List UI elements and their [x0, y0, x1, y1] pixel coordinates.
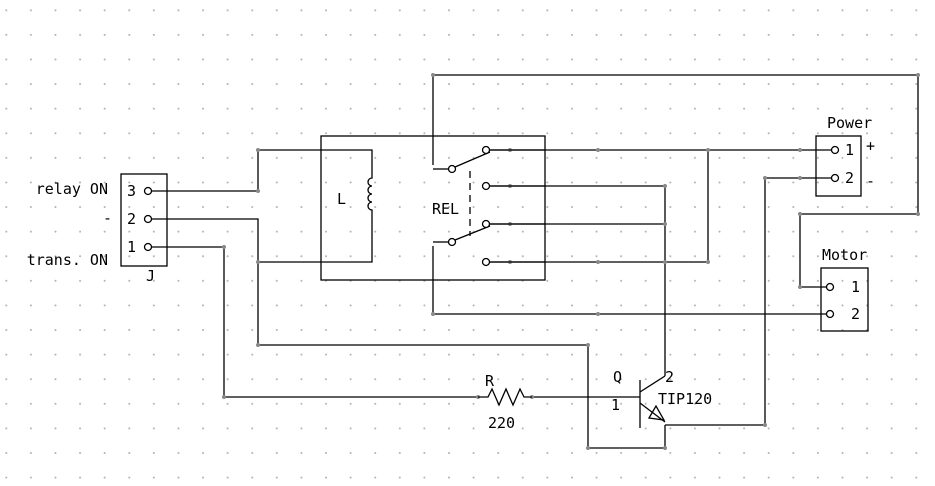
- relay-switch-label: REL: [432, 200, 459, 218]
- power-polarity-minus: -: [866, 172, 875, 190]
- relay-switch1-nc-terminal: [481, 181, 491, 191]
- power-connector: 1 2 + - Power: [815, 114, 875, 197]
- junction-dot: [596, 260, 600, 264]
- connector-j: 3 2 1 J relay ON - trans. ON: [27, 173, 168, 285]
- junctions: [222, 73, 920, 450]
- junction-dot: [798, 212, 802, 216]
- junction-dot: [706, 260, 710, 264]
- wire-emitter-power-neg: [665, 177, 835, 426]
- junction-dot: [663, 222, 667, 226]
- relay-switch2-nc-terminal: [481, 257, 491, 267]
- junction-dot: [916, 212, 920, 216]
- power-pin1-number: 1: [845, 141, 854, 159]
- junction-dot: [798, 148, 802, 152]
- junction-dot: [431, 312, 435, 316]
- wire-j1-resistor: [150, 246, 478, 398]
- relay-switch2-no-terminal: [481, 219, 491, 229]
- junction-dot: [706, 148, 710, 152]
- junction-dot: [663, 184, 667, 188]
- junction-dot: [222, 245, 226, 249]
- power-pin2-number: 2: [845, 169, 854, 187]
- junction-dot: [256, 343, 260, 347]
- junction-dot: [586, 446, 590, 450]
- resistor: R 220: [478, 372, 532, 432]
- motor-connector-label: Motor: [822, 246, 867, 264]
- relay-body: [320, 135, 546, 281]
- junction-dot: [663, 260, 667, 264]
- resistor-value: 220: [488, 414, 515, 432]
- transistor-collector-pin-number: 2: [665, 368, 674, 386]
- junction-dot: [663, 446, 667, 450]
- transistor-collector-lead: [639, 375, 666, 393]
- connector-j-pin1: [143, 242, 153, 252]
- wire-j3-coil: [150, 149, 373, 192]
- transistor-ref: Q: [613, 368, 622, 386]
- wire-j2-emitter: [257, 262, 666, 449]
- motor-pin2: [825, 309, 835, 319]
- junction-dot: [763, 176, 767, 180]
- relay-switch1-blade: [454, 151, 491, 168]
- motor-pin1-number: 1: [851, 278, 860, 296]
- motor-connector-body: [820, 267, 869, 332]
- transistor-base-pin-number: 1: [611, 396, 620, 414]
- connector-j-pin2-number: 2: [127, 210, 136, 228]
- power-polarity-plus: +: [866, 137, 875, 155]
- wire-collector-nc1: [486, 185, 666, 364]
- power-connector-body: [815, 135, 862, 197]
- motor-pin1: [825, 282, 835, 292]
- relay-switch1-no-terminal: [481, 145, 491, 155]
- signal-relay-on-label: relay ON: [36, 180, 108, 198]
- connector-j-body: [120, 173, 168, 267]
- relay: L REL: [320, 135, 546, 281]
- junction-dot: [798, 285, 802, 289]
- junction-dot: [586, 343, 590, 347]
- relay-coil-label: L: [337, 190, 346, 208]
- connector-j-ref: J: [146, 267, 155, 285]
- wire-j2-coil: [150, 218, 373, 263]
- relay-switch2-common-terminal: [447, 237, 457, 247]
- power-connector-label: Power: [827, 114, 872, 132]
- connector-j-pin2: [143, 214, 153, 224]
- signal-trans-on-label: trans. ON: [27, 251, 108, 269]
- motor-connector: 1 2 Motor: [820, 246, 869, 332]
- junction-dot: [256, 260, 260, 264]
- relay-coil-symbol: [367, 155, 373, 232]
- connector-j-pin3: [143, 186, 153, 196]
- junction-dot: [596, 148, 600, 152]
- transistor-part-number: TIP120: [658, 390, 712, 408]
- resistor-ref: R: [485, 372, 495, 390]
- connector-j-pin3-number: 3: [127, 182, 136, 200]
- motor-pin2-number: 2: [851, 305, 860, 323]
- junction-dot: [256, 148, 260, 152]
- signal-ground-label: -: [103, 209, 112, 227]
- transistor: Q 1 2 TIP120: [611, 364, 712, 428]
- junction-dot: [256, 189, 260, 193]
- relay-switch2-blade: [454, 225, 491, 241]
- power-pin2: [830, 173, 840, 183]
- junction-dot: [798, 176, 802, 180]
- resistor-zigzag: [478, 387, 532, 407]
- relay-switch1-common-terminal: [447, 164, 457, 174]
- junction-dot: [596, 312, 600, 316]
- connector-j-pin1-number: 1: [127, 238, 136, 256]
- transistor-emitter-arrow-icon: [647, 404, 666, 421]
- junction-dot: [431, 73, 435, 77]
- junction-dot: [222, 395, 226, 399]
- junction-dot: [916, 73, 920, 77]
- junction-dot: [763, 423, 767, 427]
- power-pin1: [830, 145, 840, 155]
- wire-switch2-power-pos: [486, 150, 709, 263]
